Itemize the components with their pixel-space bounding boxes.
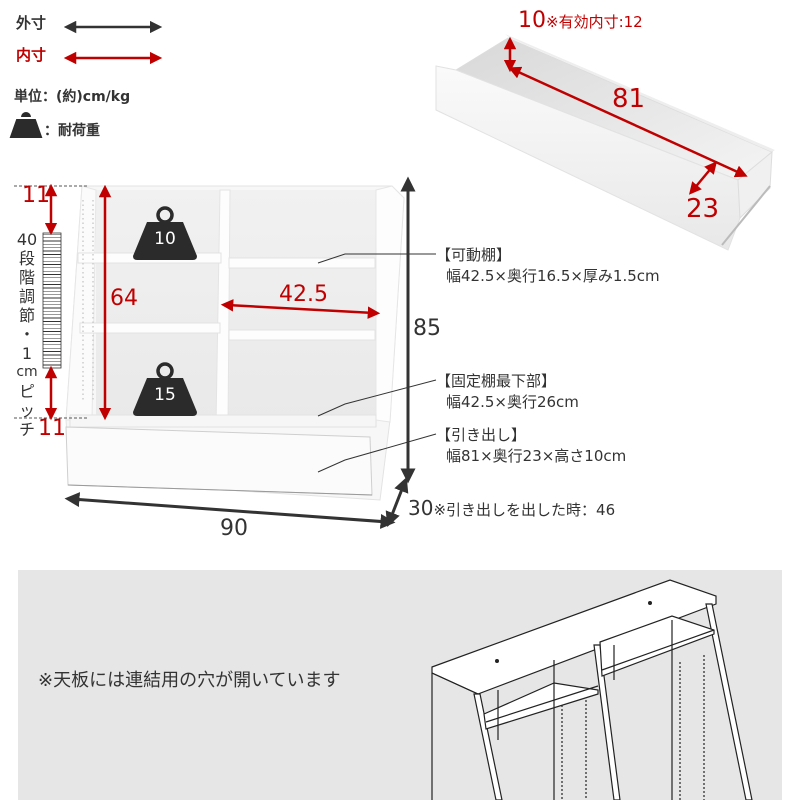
callout-title: 【可動棚】 xyxy=(436,246,512,264)
callout-body: 幅42.5×奥行26cm xyxy=(446,393,579,411)
load-capacity-label: ：耐荷重 xyxy=(44,123,100,139)
note-char: 1 xyxy=(21,344,33,363)
inner-height-dimension: 64 xyxy=(110,286,138,311)
callout-title: 【固定棚最下部】 xyxy=(436,372,557,390)
note-char: ッ xyxy=(18,401,35,420)
drawer-depth-dimension: 23 xyxy=(686,194,720,224)
depth-with-drawer-note: ※引き出しを出した時：46 xyxy=(433,501,616,519)
outer-dimension-label: 外寸 xyxy=(16,14,47,32)
note-char: ・ xyxy=(18,325,35,344)
note-char: 調 xyxy=(18,287,35,306)
outer-depth-value: 30 xyxy=(408,496,434,520)
upper-shelf-load-value: 10 xyxy=(154,229,176,249)
callout-title: 【引き出し】 xyxy=(436,426,527,444)
note-char: 段 xyxy=(18,249,35,268)
note-char: 階 xyxy=(18,268,35,287)
note-char: ピ xyxy=(18,382,35,401)
drawer-height-dimension: 10※有効内寸:12 xyxy=(518,8,643,33)
callout-body: 幅81×奥行23×高さ10cm xyxy=(446,447,627,465)
inner-width-dimension: 42.5 xyxy=(279,282,328,307)
adjustment-scale-graphic xyxy=(43,234,61,368)
bottom-gap-dimension: 11 xyxy=(38,416,66,441)
outer-width-dimension: 90 xyxy=(220,516,248,541)
drawer-effective-height-note: ※有効内寸:12 xyxy=(546,13,643,31)
drawer-length-dimension: 81 xyxy=(612,84,646,114)
note-char: 40 xyxy=(16,230,38,249)
callout-fixed-shelf: 【固定棚最下部】 幅42.5×奥行26cm xyxy=(436,370,579,412)
bottom-shelf-load-value: 15 xyxy=(154,385,176,405)
top-board-hole-note: ※天板には連結用の穴が開いています xyxy=(38,670,341,691)
callout-drawer: 【引き出し】 幅81×奥行23×高さ10cm xyxy=(436,424,626,466)
top-gap-dimension: 11 xyxy=(22,183,50,208)
callout-movable-shelf: 【可動棚】 幅42.5×奥行16.5×厚み1.5cm xyxy=(436,244,660,286)
outer-height-dimension: 85 xyxy=(413,316,441,341)
note-char: 節 xyxy=(18,306,35,325)
drawer-height-value: 10 xyxy=(518,8,546,33)
callout-body: 幅42.5×奥行16.5×厚み1.5cm xyxy=(446,267,660,285)
outer-depth-dimension: 30※引き出しを出した時：46 xyxy=(408,496,615,520)
note-char: cm xyxy=(16,364,38,380)
unit-label: 単位：(約)cm/kg xyxy=(14,89,131,105)
shelf-adjustment-note: 40 段 階 調 節 ・ 1 cm ピ ッ チ xyxy=(16,230,38,439)
inner-dimension-label: 内寸 xyxy=(16,46,47,64)
note-char: チ xyxy=(18,420,35,439)
